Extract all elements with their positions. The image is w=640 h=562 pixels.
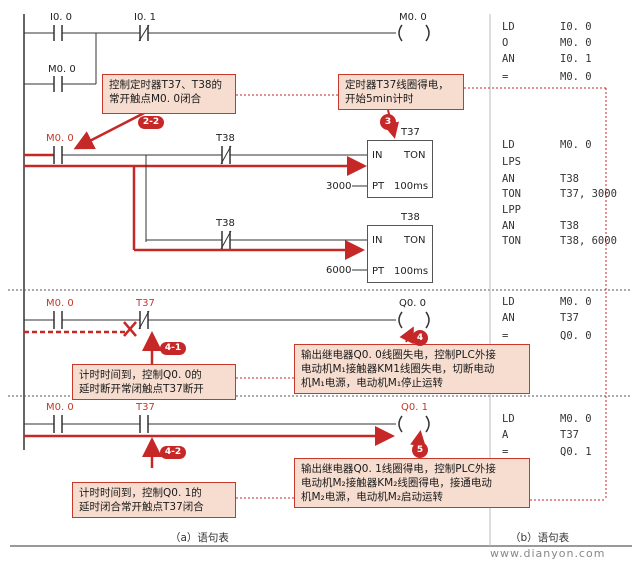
note-line: 计时时间到，控制Q0. 0的 [79, 369, 202, 381]
stl-op: = [502, 71, 509, 83]
step-badge: 4-2 [160, 446, 186, 459]
note-line: 机M₂电源，电动机M₂启动运转 [301, 491, 444, 503]
timer-block-t37: IN TON PT 100ms [367, 140, 433, 198]
note-q01-on: 输出继电器Q0. 1线圈得电，控制PLC外接 电动机M₂接触器KM₂线圈得电，接… [294, 458, 530, 508]
timer-pt-label: PT [372, 181, 385, 192]
step-badge: 4-1 [160, 342, 186, 355]
contact-label-m00-parallel: M0. 0 [48, 64, 76, 75]
stl-op: LPS [502, 156, 521, 168]
coil-label-m00: M0. 0 [399, 12, 427, 23]
step-badge: 3 [380, 114, 396, 130]
stl-operand: M0. 0 [560, 71, 592, 83]
stl-operand: Q0. 1 [560, 446, 592, 458]
stl-op: = [502, 446, 509, 458]
timer-pt-label: PT [372, 266, 385, 277]
stl-operand: T37, 3000 [560, 188, 617, 200]
stl-operand: T38 [560, 173, 579, 185]
timer-type-label: TON [404, 150, 426, 161]
stl-operand: Q0. 0 [560, 330, 592, 342]
stl-op: O [502, 37, 509, 49]
stl-op: LD [502, 21, 515, 33]
stl-op: LD [502, 413, 515, 425]
timer-type-label: TON [404, 235, 426, 246]
stl-operand: I0. 1 [560, 53, 592, 65]
contact-label-r3-t37: T37 [136, 298, 155, 309]
stl-operand: T38 [560, 220, 579, 232]
note-line: 输出继电器Q0. 0线圈失电，控制PLC外接 [301, 349, 496, 361]
step-badge: 2-2 [138, 116, 164, 129]
stl-operand: M0. 0 [560, 139, 592, 151]
note-m00-close: 控制定时器T37、T38的 常开触点M0. 0闭合 [102, 74, 236, 114]
stl-op: TON [502, 235, 521, 247]
timer-in-label: IN [372, 150, 383, 161]
contact-label-r4-m00: M0. 0 [46, 402, 74, 413]
contact-label-r2-t38a: T38 [216, 133, 235, 144]
caption-a: （a）语句表 [170, 532, 229, 544]
contact-label-r2-t38b: T38 [216, 218, 235, 229]
stl-operand: M0. 0 [560, 37, 592, 49]
note-q00-off: 输出继电器Q0. 0线圈失电，控制PLC外接 电动机M₁接触器KM1线圈失电，切… [294, 344, 530, 394]
watermark: www.dianyon.com [490, 547, 606, 560]
caption-b: （b）语句表 [510, 532, 570, 544]
stl-op: AN [502, 53, 515, 65]
stl-op: AN [502, 312, 515, 324]
note-t37-start: 定时器T37线圈得电， 开始5min计时 [338, 74, 464, 110]
stl-operand: I0. 0 [560, 21, 592, 33]
contact-label-r4-t37: T37 [136, 402, 155, 413]
coil-label-q00: Q0. 0 [399, 298, 426, 309]
note-line: 定时器T37线圈得电， [345, 79, 449, 91]
stl-operand: T38, 6000 [560, 235, 617, 247]
stl-op: LD [502, 139, 515, 151]
stl-op: A [502, 429, 509, 441]
contact-label-i00: I0. 0 [50, 12, 73, 23]
note-line: 机M₁电源，电动机M₁停止运转 [301, 377, 444, 389]
note-t37-nc-open: 计时时间到，控制Q0. 0的 延时断开常闭触点T37断开 [72, 364, 236, 400]
contact-label-i01: I0. 1 [134, 12, 157, 23]
coil-label-q01: Q0. 1 [401, 402, 428, 413]
stl-op: LPP [502, 204, 521, 216]
stl-op: = [502, 330, 509, 342]
step-badge: 5 [412, 442, 428, 458]
contact-label-r3-m00: M0. 0 [46, 298, 74, 309]
stl-operand: M0. 0 [560, 413, 592, 425]
stl-op: TON [502, 188, 521, 200]
step-badge: 4 [412, 330, 428, 346]
stl-operand: M0. 0 [560, 296, 592, 308]
note-t37-no-close: 计时时间到，控制Q0. 1的 延时闭合常开触点T37闭合 [72, 482, 236, 518]
note-line: 控制定时器T37、T38的 [109, 79, 223, 91]
timer-name-t38: T38 [401, 212, 420, 223]
note-line: 常开触点M0. 0闭合 [109, 93, 202, 105]
timer-block-t38: IN TON PT 100ms [367, 225, 433, 283]
stl-op: LD [502, 296, 515, 308]
note-line: 开始5min计时 [345, 93, 414, 105]
note-line: 延时断开常闭触点T37断开 [79, 383, 204, 395]
stl-op: AN [502, 220, 515, 232]
note-line: 计时时间到，控制Q0. 1的 [79, 487, 202, 499]
timer-name-t37: T37 [401, 127, 420, 138]
note-line: 电动机M₁接触器KM1线圈失电，切断电动 [301, 363, 495, 375]
contact-label-r2-m00: M0. 0 [46, 133, 74, 144]
timer-preset-t37: 3000 [326, 181, 352, 192]
stl-operand: T37 [560, 429, 579, 441]
note-line: 输出继电器Q0. 1线圈得电，控制PLC外接 [301, 463, 496, 475]
stl-operand: T37 [560, 312, 579, 324]
timer-unit-label: 100ms [394, 266, 429, 277]
stl-op: AN [502, 173, 515, 185]
timer-unit-label: 100ms [394, 181, 429, 192]
note-line: 电动机M₂接触器KM₂线圈得电，接通电动 [301, 477, 492, 489]
timer-preset-t38: 6000 [326, 265, 352, 276]
timer-in-label: IN [372, 235, 383, 246]
note-line: 延时闭合常开触点T37闭合 [79, 501, 204, 513]
